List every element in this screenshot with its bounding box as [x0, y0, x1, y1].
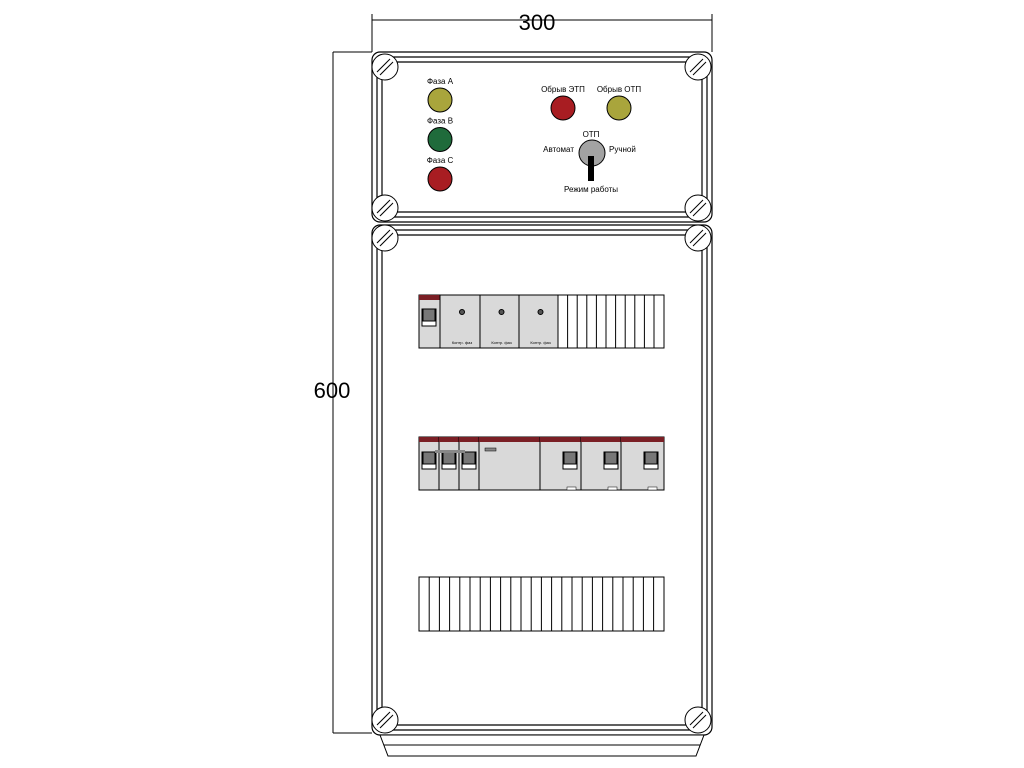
- breaker-handle[interactable]: [422, 308, 436, 322]
- screw-head: [371, 224, 399, 252]
- screw-head: [684, 53, 712, 81]
- breaker-handle[interactable]: [422, 451, 436, 465]
- screw-icon: [684, 706, 712, 734]
- indicator-window: [484, 447, 497, 452]
- screw-slot: [379, 61, 394, 76]
- switch-handle[interactable]: [588, 156, 594, 181]
- phase-lamp-label: Фаза C: [427, 156, 454, 165]
- terminal-tab: [647, 486, 658, 491]
- switch-bottom-label: Режим работы: [564, 185, 618, 194]
- phase-lamp: [427, 166, 453, 192]
- screw-slot: [689, 58, 704, 73]
- blank-covers: [557, 294, 665, 349]
- screw-head: [371, 194, 399, 222]
- screw-icon: [684, 53, 712, 81]
- screw-slot: [689, 711, 704, 726]
- screw-head: [684, 194, 712, 222]
- screw-slot: [376, 58, 391, 73]
- switch-right-label: Ручной: [609, 145, 636, 154]
- indicator-lamp-label: Обрыв ОТП: [597, 85, 642, 94]
- indicator-lamp-label: Обрыв ЭТП: [541, 85, 585, 94]
- phase-monitor-relay[interactable]: [479, 294, 520, 349]
- width-dimension: [371, 14, 713, 52]
- breaker-top-band: [479, 437, 540, 442]
- screw-slot: [692, 202, 707, 217]
- switch-left-label: Автомат: [543, 145, 574, 154]
- blank-strip: [557, 294, 665, 349]
- height-dimension: [332, 51, 372, 734]
- screw-icon: [371, 53, 399, 81]
- breaker-top-band: [581, 437, 621, 442]
- screw-icon: [371, 706, 399, 734]
- height-label: 600: [314, 378, 351, 403]
- screw-icon: [684, 224, 712, 252]
- screw-icon: [684, 194, 712, 222]
- screw-slot: [689, 199, 704, 214]
- breaker-handle[interactable]: [604, 451, 618, 465]
- phase-monitor-relay[interactable]: [518, 294, 559, 349]
- screw-icon: [371, 194, 399, 222]
- breaker-top-band: [459, 437, 479, 442]
- module-label: Контр. фаз: [452, 340, 473, 345]
- switch-top-label: ОТП: [583, 130, 600, 139]
- screw-head: [371, 53, 399, 81]
- screw-slot: [692, 232, 707, 247]
- screw-icon: [371, 224, 399, 252]
- breaker-top-band: [419, 437, 439, 442]
- breaker-handle[interactable]: [442, 451, 456, 465]
- breaker-top-band: [419, 295, 440, 300]
- phase-lamp-label: Фаза A: [427, 77, 454, 86]
- screw-slot: [689, 229, 704, 244]
- breaker-top-band: [439, 437, 459, 442]
- top-enclosure: [371, 51, 713, 223]
- led-icon: [459, 309, 465, 315]
- breaker-handle[interactable]: [644, 451, 658, 465]
- screw-head: [684, 706, 712, 734]
- screw-slot: [379, 232, 394, 247]
- screw-slot: [379, 202, 394, 217]
- terminal-tab: [566, 486, 577, 491]
- module-label: Контр. фаз: [530, 340, 551, 345]
- screw-slot: [376, 711, 391, 726]
- module-label: Контр. фаз: [491, 340, 512, 345]
- phase-lamp: [427, 127, 453, 152]
- screw-slot: [379, 714, 394, 729]
- screw-slot: [376, 229, 391, 244]
- breaker-top-band: [621, 437, 664, 442]
- led-icon: [537, 309, 544, 315]
- transfer-controller[interactable]: [478, 436, 541, 491]
- blank-covers: [418, 576, 665, 632]
- screw-head: [684, 224, 712, 252]
- breaker-top-band: [540, 437, 581, 442]
- terminal-tab: [607, 486, 618, 491]
- phase-monitor-relay[interactable]: [439, 294, 481, 349]
- breaker-handle[interactable]: [462, 451, 476, 465]
- led-icon: [498, 309, 505, 315]
- screw-slot: [692, 714, 707, 729]
- phase-lamp-label: Фаза B: [427, 117, 453, 126]
- screw-slot: [376, 199, 391, 214]
- indicator-lamp: [550, 95, 576, 121]
- phase-lamp: [427, 87, 453, 113]
- screw-slot: [692, 61, 707, 76]
- breaker-handle[interactable]: [563, 451, 577, 465]
- busbar-link: [435, 450, 465, 453]
- indicator-lamp: [606, 95, 632, 121]
- width-label: 300: [519, 10, 556, 35]
- screw-head: [371, 706, 399, 734]
